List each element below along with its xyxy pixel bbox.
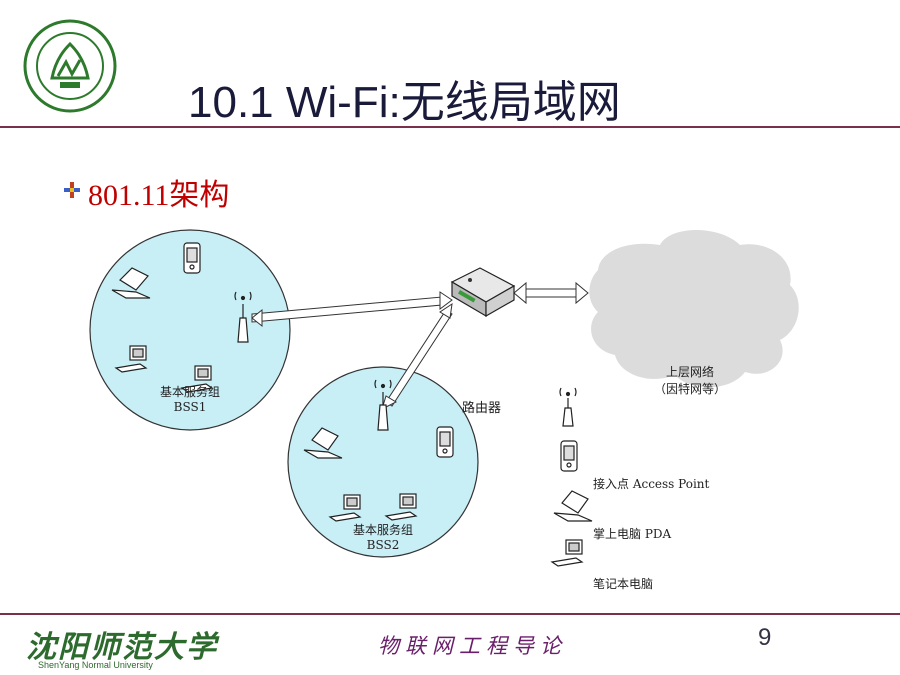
network-name: 上层网络	[665, 365, 714, 379]
bss2-area	[287, 366, 479, 558]
pda-icon-bss2	[436, 426, 454, 458]
laptop-icon-bss2	[303, 427, 343, 459]
access-point-icon-bss2	[374, 379, 392, 431]
link-router-cloud	[513, 281, 589, 305]
internet-cloud	[589, 230, 799, 388]
section-heading: 801.11架构	[88, 179, 230, 212]
router-label: 路由器	[462, 401, 502, 416]
bss1-name: 基本服务组	[159, 385, 220, 399]
course-title: 物联网工程导论	[378, 634, 567, 658]
university-logo	[23, 19, 117, 113]
access-point-icon-legend	[559, 387, 577, 427]
bss1-label: 基本服务组 BSS1	[140, 383, 240, 414]
link-ap1-router	[251, 291, 453, 328]
legend-laptop-label: 笔记本电脑	[593, 577, 654, 591]
router-icon	[450, 267, 516, 318]
laptop-icon-bss1	[111, 267, 151, 299]
desktop-icon-bss1-a	[114, 345, 148, 373]
legend-access-point-label: 接入点 Access Point	[593, 477, 710, 491]
network-label: 上层网络 （因特网等）	[638, 363, 742, 397]
desktop-icon-bss2-a	[328, 494, 362, 522]
bss2-label: 基本服务组 BSS2	[333, 521, 433, 552]
bss2-id: BSS2	[366, 538, 400, 552]
desktop-icon-bss1-b	[180, 365, 214, 393]
university-name-en: ShenYang Normal University	[38, 660, 153, 670]
legend-pda-label: 掌上电脑 PDA	[593, 527, 672, 541]
network-sublabel: （因特网等）	[653, 382, 726, 396]
pda-icon-legend	[560, 440, 578, 472]
page-number: 9	[758, 624, 772, 651]
university-name-cn: 沈阳师范大学	[26, 630, 218, 665]
slide-title: 10.1 Wi-Fi:无线局域网	[188, 78, 621, 127]
desktop-icon-legend	[550, 539, 584, 567]
bss2-name: 基本服务组	[352, 523, 413, 537]
bullet-icon	[64, 182, 80, 198]
bottom-divider	[0, 613, 900, 615]
laptop-icon-legend	[553, 490, 593, 522]
access-point-icon-bss1	[234, 291, 252, 343]
pda-icon-bss1	[183, 242, 201, 274]
top-divider	[0, 126, 900, 128]
bss1-id: BSS1	[173, 400, 207, 414]
desktop-icon-bss2-b	[384, 493, 418, 521]
